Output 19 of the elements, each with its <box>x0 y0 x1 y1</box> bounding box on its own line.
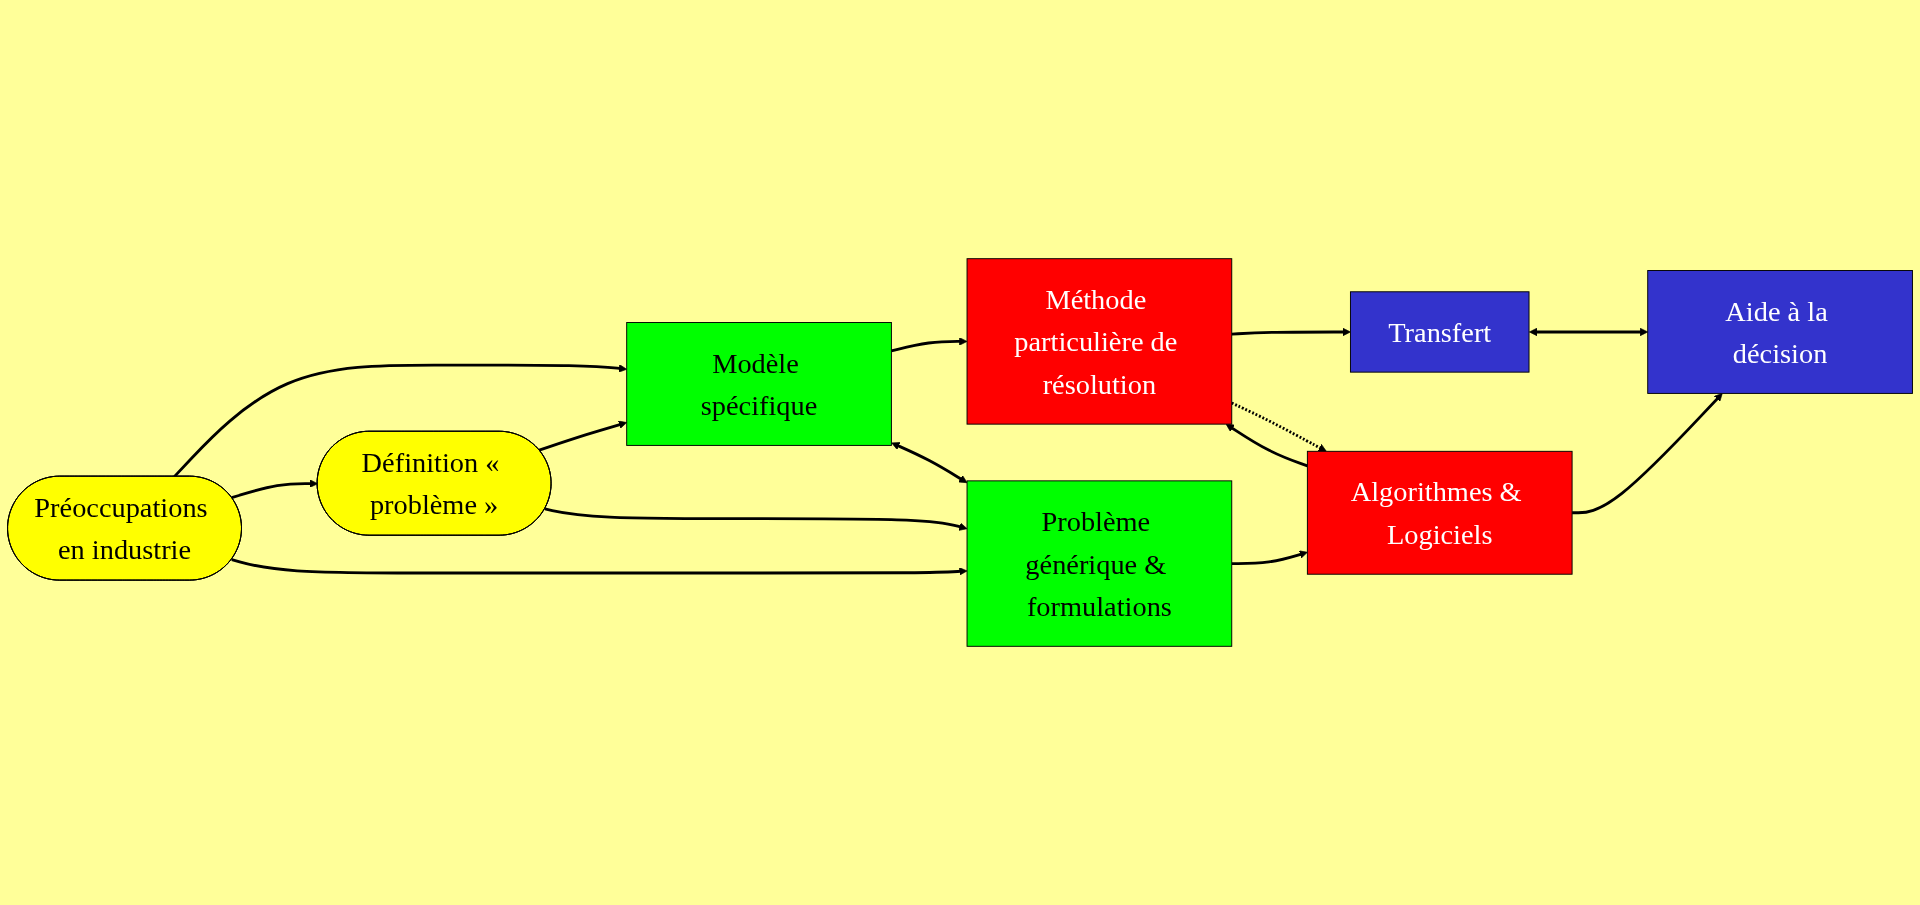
arrow <box>1572 393 1723 515</box>
node-box: Modèle spécifique <box>626 322 892 446</box>
node-box: Algorithmes & Logiciels <box>1306 450 1573 575</box>
arrow <box>538 420 628 452</box>
node-box: Aide à la décision <box>1647 270 1913 394</box>
node-box: Problème générique & formulations <box>966 480 1233 647</box>
arrow <box>231 479 318 499</box>
arrow <box>1529 327 1649 337</box>
arrow <box>1231 327 1351 337</box>
arrow <box>231 558 968 576</box>
arrow <box>1225 423 1308 468</box>
arrow <box>1231 401 1327 452</box>
node-box: Méthode particulière de résolution <box>966 258 1233 425</box>
arrow <box>891 337 968 353</box>
arrow <box>1231 550 1308 565</box>
arrow <box>891 442 968 484</box>
arrow <box>173 363 628 478</box>
arrow <box>544 507 968 531</box>
node-box: Transfert <box>1349 291 1530 373</box>
